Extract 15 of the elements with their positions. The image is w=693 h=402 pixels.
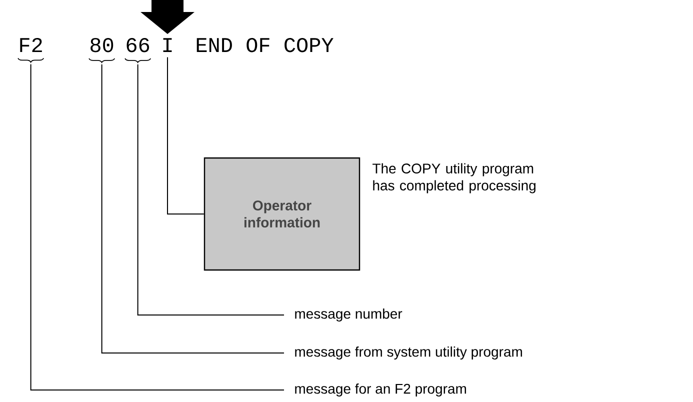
leader-line: [167, 56, 204, 214]
pointer-arrow: [140, 0, 194, 34]
caption-text: The COPY utility program has completed processing: [372, 163, 536, 194]
leader-line: [30, 64, 284, 390]
info-box: Operator information: [204, 157, 360, 271]
code-text: F2: [20, 38, 42, 52]
leader-label: message number: [295, 308, 402, 322]
code-text: 80: [90, 38, 114, 52]
leader-label: message for an F2 program: [295, 383, 466, 397]
message-text: END OF COPY: [196, 38, 334, 52]
code-text: 66: [126, 38, 150, 52]
leader-line: [137, 64, 284, 316]
leader-line: [101, 64, 284, 354]
code-text: I: [163, 38, 172, 52]
leader-label: message from system utility program: [295, 346, 522, 360]
